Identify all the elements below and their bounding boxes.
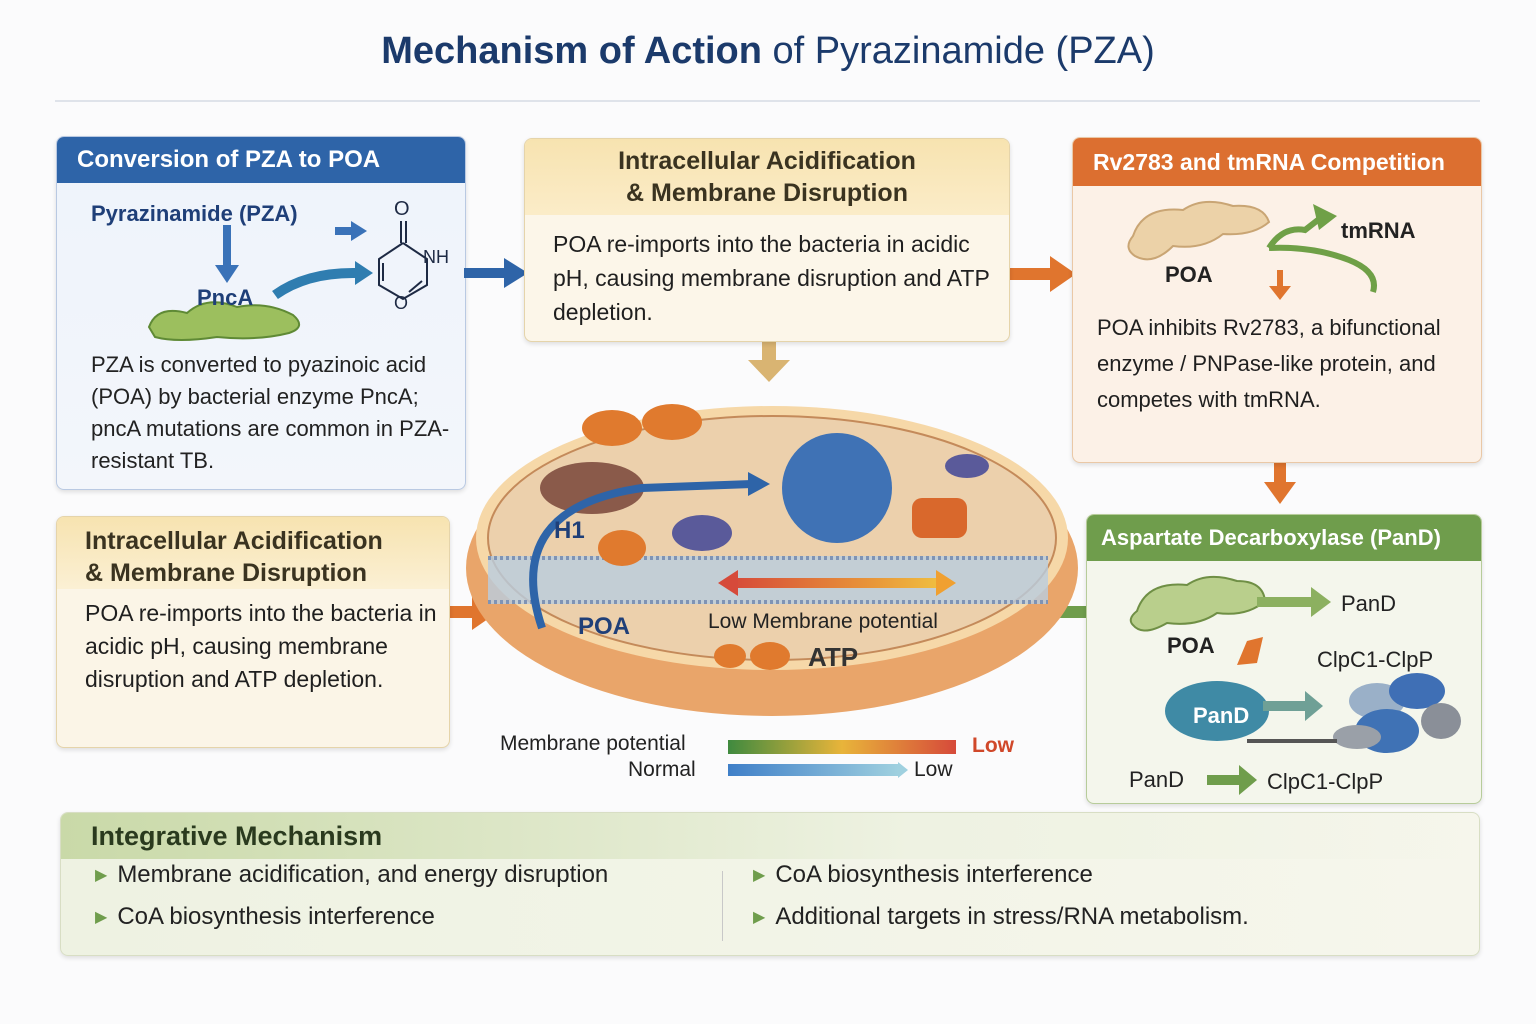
atp-label: ATP: [808, 642, 858, 672]
acidification-left-panel: Intracellular Acidification & Membrane D…: [56, 516, 450, 748]
legend-membrane-gradient-bar: [728, 740, 956, 754]
arrow-down-icon: [215, 225, 239, 283]
pand-illustration: [1129, 575, 1461, 795]
green-arrow-head-icon: [1313, 204, 1337, 230]
tmrna-label: tmRNA: [1341, 218, 1416, 243]
pand-panel: Aspartate Decarboxylase (PanD) PanD POA …: [1086, 514, 1482, 804]
pnca-label: PncA: [197, 285, 254, 310]
title-rest: of Pyrazinamide (PZA): [772, 30, 1155, 72]
arrow-p2-to-cell-icon: [748, 340, 790, 382]
acidification-top-panel: Intracellular Acidification & Membrane D…: [524, 138, 1010, 342]
conversion-text: PZA is converted to pyazinoic acid (POA)…: [91, 352, 450, 473]
arrow-p2-to-p3-icon: [1008, 256, 1076, 292]
acidification-top-header: Intracellular Acidification & Membrane D…: [525, 139, 1009, 215]
burst-icon: [1237, 637, 1263, 665]
bullet-triangle-icon: ▶: [95, 867, 108, 884]
acidification-left-header: Intracellular Acidification & Membrane D…: [57, 517, 449, 589]
page-title: Mechanism of Action of Pyrazinamide (PZA…: [0, 30, 1536, 73]
legend-membrane-potential-label: Membrane potential: [500, 732, 686, 755]
rv2783-text: POA inhibits Rv2783, a bifunctional enzy…: [1097, 315, 1441, 412]
organelle-purple: [945, 454, 989, 478]
atp-molecule: [750, 642, 790, 670]
ribosome-blue-icon: [782, 433, 892, 543]
atp-molecule: [714, 644, 746, 668]
integrative-header: Integrative Mechanism: [61, 813, 1479, 859]
bullet-triangle-icon: ▶: [95, 909, 108, 926]
inhibit-arrow-icon: [1269, 270, 1291, 300]
pand-protein-icon: [1165, 681, 1269, 741]
conversion-header: Conversion of PZA to POA: [57, 137, 465, 183]
arrow-right-icon: [335, 221, 367, 241]
poa-blob-icon: [1129, 575, 1267, 632]
pza-label: Pyrazinamide (PZA): [91, 201, 298, 226]
legend-low-red: Low: [972, 734, 1014, 757]
bottom-pand-label: PanD: [1129, 767, 1185, 792]
arrow-p1-to-p2-icon: [464, 258, 528, 288]
title-divider: [55, 100, 1480, 102]
tmrna-strand-icon: [1266, 213, 1377, 293]
acidification-top-text: POA re-imports into the bacteria in acid…: [553, 231, 990, 325]
pand-blob-label: PanD: [1193, 703, 1250, 728]
bullet-item: ▶Additional targets in stress/RNA metabo…: [753, 903, 1249, 930]
orange-complex-icon: [912, 498, 967, 538]
conversion-illustration: O NH O: [147, 198, 449, 341]
rv2783-poa-label: POA: [1165, 262, 1213, 287]
organelle-orange: [598, 530, 646, 566]
pnca-enzyme-icon: [147, 301, 300, 341]
acidification-left-text: POA re-imports into the bacteria in acid…: [85, 600, 437, 692]
legend-low-label: Low: [914, 758, 953, 781]
poa-transport-arrow-icon: [529, 480, 753, 630]
pand-target-label: PanD: [1341, 591, 1397, 616]
organelle-orange: [582, 410, 642, 446]
bullet-triangle-icon: ▶: [753, 909, 766, 926]
acidification-top-header-line1: Intracellular Acidification: [618, 147, 916, 175]
clp-label: ClpC1-ClpP: [1317, 647, 1434, 672]
bottom-pand-arrow: [1207, 775, 1241, 785]
rv2783-header: Rv2783 and tmRNA Competition: [1073, 138, 1481, 186]
pand-poa-label: POA: [1167, 633, 1215, 658]
pand-header: Aspartate Decarboxylase (PanD): [1087, 515, 1481, 561]
bacterial-cell-illustration: H1 POA Low Membrane potential ATP: [466, 404, 1078, 716]
rv2783-panel: Rv2783 and tmRNA Competition tmRNA POA P…: [1072, 137, 1482, 463]
bullet-item: ▶Membrane acidification, and energy disr…: [95, 861, 609, 888]
organelle-purple: [672, 515, 732, 551]
atom-o-ring: O: [394, 293, 408, 313]
curved-arrow-icon: [272, 261, 373, 300]
organelle-orange: [642, 404, 702, 440]
low-membrane-potential-label: Low Membrane potential: [708, 610, 938, 633]
title-bold: Mechanism of Action: [381, 30, 762, 72]
bullet-item: ▶CoA biosynthesis interference: [95, 903, 435, 930]
legend-normal-arrow-icon: [728, 762, 908, 778]
poa-blob-icon: [1127, 200, 1271, 261]
acidification-left-header-line1: Intracellular Acidification: [85, 527, 383, 555]
clpc1-clpp-complex-icon: [1333, 673, 1461, 753]
pand-to-clp-arrow: [1263, 701, 1307, 711]
membrane-potential-arrow: [732, 578, 942, 588]
bullet-item: ▶CoA biosynthesis interference: [753, 861, 1093, 888]
acidification-top-header-line2: & Membrane Disruption: [626, 179, 908, 207]
atom-o-top: O: [394, 198, 410, 220]
bullet-triangle-icon: ▶: [753, 867, 766, 884]
pyrazine-molecule-icon: [378, 221, 428, 301]
organelle-brown: [540, 462, 644, 514]
integrative-panel: Integrative Mechanism ▶Membrane acidific…: [60, 812, 1480, 956]
rv2783-illustration: [1127, 200, 1377, 300]
arrow-p3-to-p5-icon: [1264, 462, 1296, 504]
conversion-panel: Conversion of PZA to POA Pyrazinamide (P…: [56, 136, 466, 490]
acidification-left-header-line2: & Membrane Disruption: [85, 559, 367, 587]
bottom-clp-label: ClpC1-ClpP: [1267, 769, 1384, 794]
column-divider: [722, 871, 723, 941]
legend-normal-label: Normal: [628, 758, 696, 781]
cell-poa-label: POA: [578, 613, 630, 640]
poa-to-pand-arrow: [1257, 597, 1313, 607]
h-ion-label: H1: [554, 517, 585, 544]
atom-nh: NH: [423, 247, 449, 267]
